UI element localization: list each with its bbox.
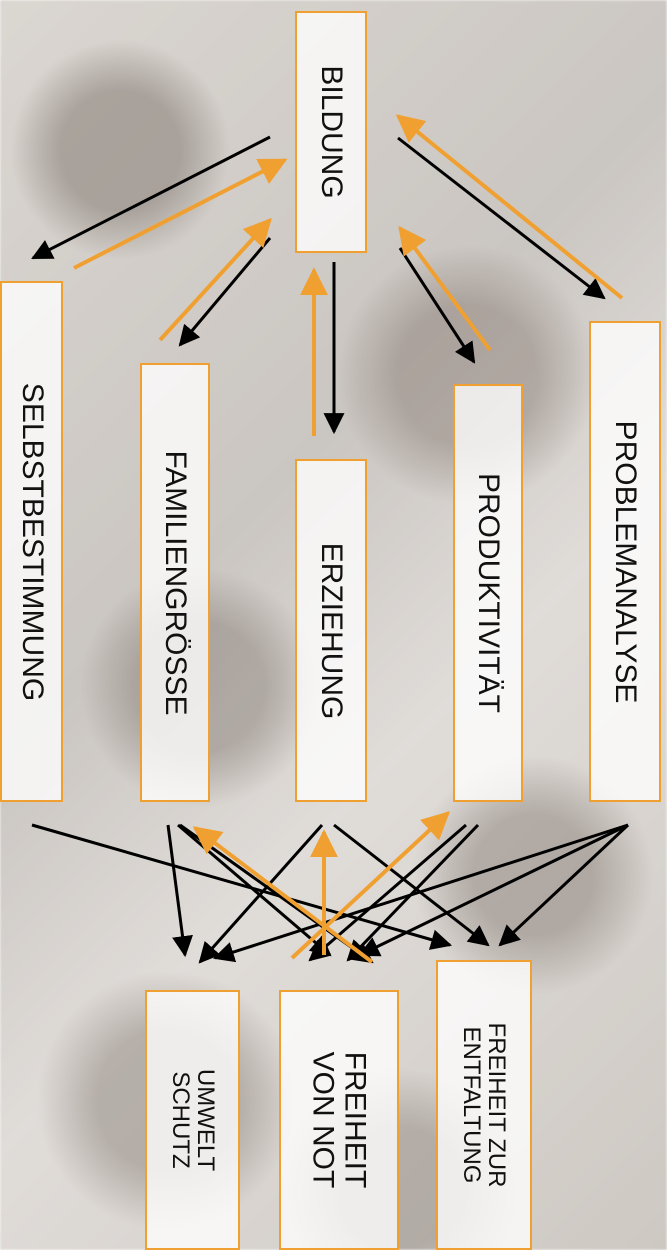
label-freiheit-von-not-line1: FREIHEIT [338, 1051, 372, 1189]
arrow-familiengroesse-to-bildung [158, 217, 272, 342]
label-selbstbestimmung: SELBSTBESTIMMUNG [15, 382, 49, 701]
arrow-selbstbestimmung-to-entfaltung [31, 823, 453, 950]
label-umweltschutz-line1: UMWELT [191, 1068, 219, 1172]
arrow-bildung-to-problemanalyse [397, 136, 606, 300]
label-entfaltung-line2: ENTFALTUNG [458, 1026, 485, 1184]
arrow-notfrei-to-familiengroesse [192, 826, 374, 964]
arrow-bildung-to-selbstbestimmung [31, 135, 271, 260]
label-erziehung: ERZIEHUNG [314, 542, 348, 719]
arrow-produktivitaet-to-umweltschutz [308, 823, 467, 962]
label-problemanalyse: PROBLEMANALYSE [608, 420, 642, 703]
arrow-familiengroesse-to-notfrei [177, 823, 332, 957]
label-entfaltung-line1: FREIHEIT ZUR [483, 1022, 511, 1188]
arrow-erziehung-to-umweltschutz [198, 824, 324, 964]
arrow-selbstbestimmung-to-bildung [73, 158, 288, 270]
node-problemanalyse: PROBLEMANALYSE [589, 321, 661, 802]
arrow-problemanalyse-to-notfrei [358, 823, 629, 957]
node-erziehung: ERZIEHUNG [295, 459, 367, 802]
label-familiengroesse: FAMILIENGRÖSSE [158, 449, 192, 716]
node-selbstbestimmung: SELBSTBESTIMMUNG [0, 281, 63, 802]
arrow-notfrei-to-produktivitaet [290, 811, 451, 960]
arrow-bildung-to-familiengroesse [178, 237, 272, 347]
arrow-produktivitaet-to-bildung [398, 225, 492, 352]
node-umweltschutz: UMWELT SCHUTZ [145, 990, 240, 1250]
label-produktivitaet: PRODUKTIVITÄT [471, 472, 505, 714]
node-freiheit-zur-entfaltung: FREIHEIT ZUR ENTFALTUNG [436, 960, 532, 1250]
label-umweltschutz-line2: SCHUTZ [166, 1071, 194, 1169]
arrow-erziehung-to-entfaltung [333, 823, 490, 947]
node-bildung: BILDUNG [295, 11, 367, 253]
arrow-familiengroesse-to-umweltschutz [166, 824, 193, 958]
label-freiheit-zur-entfaltung: FREIHEIT ZUR ENTFALTUNG [458, 1022, 511, 1188]
arrow-problemanalyse-to-bildung [395, 114, 624, 300]
arrow-bildung-to-produktivitaet [398, 247, 476, 364]
node-familiengroesse: FAMILIENGRÖSSE [140, 363, 210, 802]
label-freiheit-von-not-line2: VON NOT [307, 1051, 340, 1189]
label-bildung: BILDUNG [314, 65, 348, 199]
node-produktivitaet: PRODUKTIVITÄT [453, 384, 523, 802]
label-umweltschutz: UMWELT SCHUTZ [166, 1068, 219, 1172]
arrow-problemanalyse-to-umweltschutz [213, 823, 629, 963]
label-freiheit-von-not: FREIHEIT VON NOT [307, 1051, 372, 1189]
node-freiheit-von-not: FREIHEIT VON NOT [279, 990, 399, 1250]
arrow-problemanalyse-to-entfaltung [498, 823, 630, 947]
